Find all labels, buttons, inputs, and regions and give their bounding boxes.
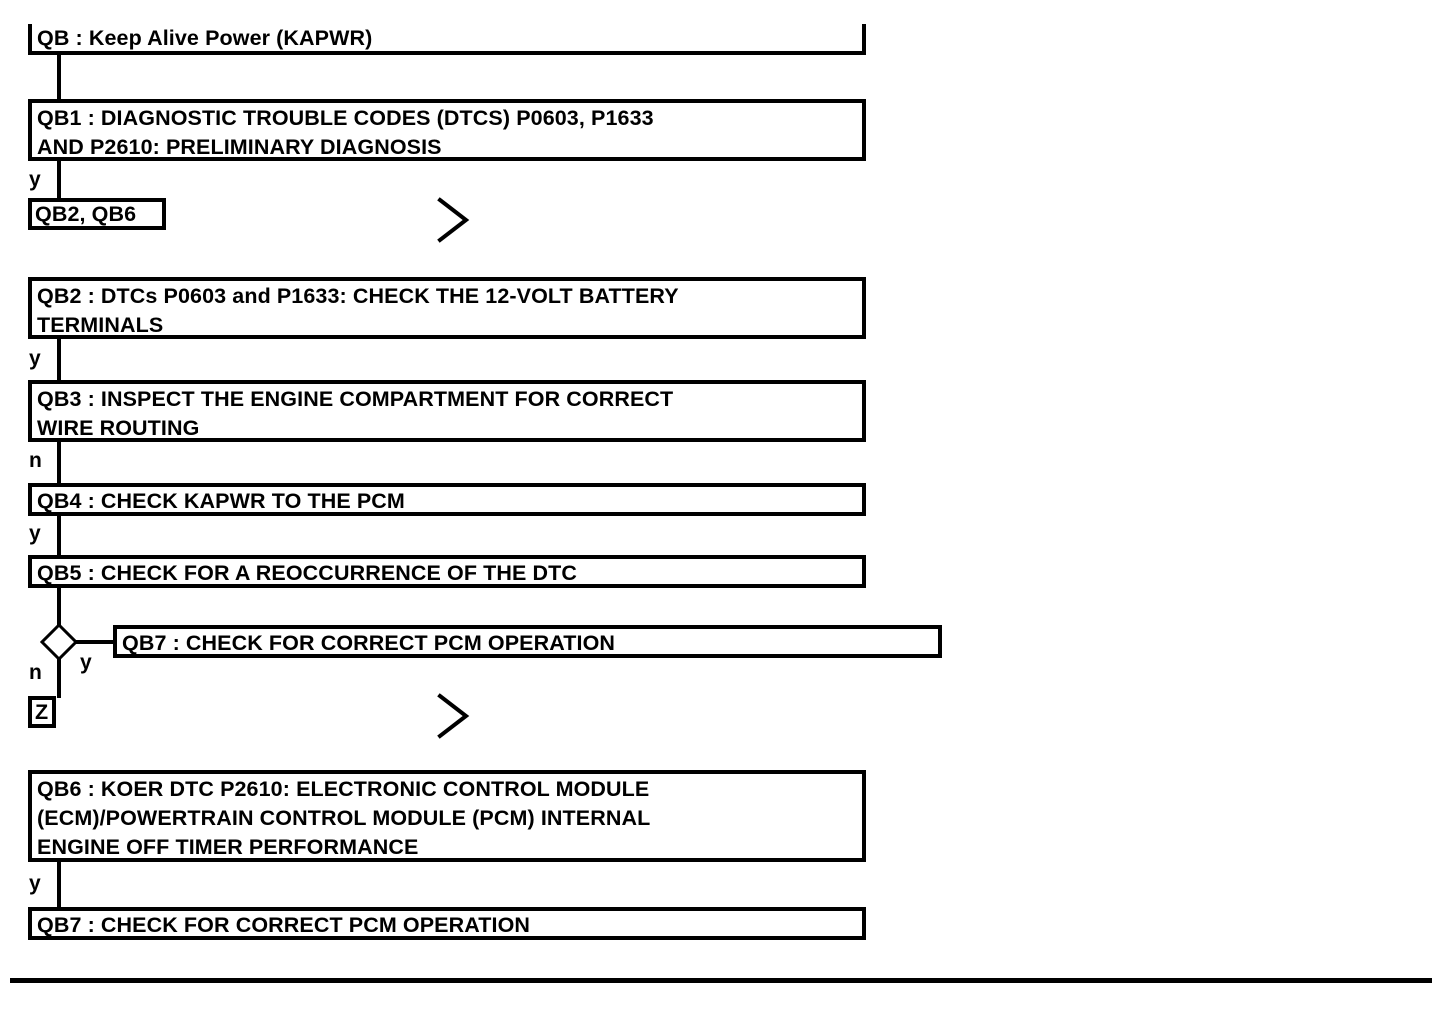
node-qb7: QB7 : CHECK FOR CORRECT PCM OPERATION [28,907,866,940]
node-qb5: QB5 : CHECK FOR A REOCCURRENCE OF THE DT… [28,555,866,588]
branch-label-qb3-no: n [29,449,42,472]
node-qb1: QB1 : DIAGNOSTIC TROUBLE CODES (DTCS) P0… [28,99,866,161]
connector-qb1-to-ref [57,161,61,199]
branch-label-decision-no: n [29,661,42,684]
chevron-right-icon-bottom [436,692,476,745]
branch-label-qb6-yes: y [29,872,41,895]
branch-label-decision-yes: y [80,651,92,674]
connector-decision-yes-to-qb7branch [76,640,116,644]
page-bottom-rule [10,978,1432,983]
branch-label-qb1-yes: y [29,168,41,191]
connector-qb5-to-decision [57,588,61,626]
branch-label-qb4-yes: y [29,522,41,545]
branch-label-qb2-yes: y [29,347,41,370]
node-qb2: QB2 : DTCs P0603 and P1633: CHECK THE 12… [28,277,866,339]
connector-qb6-to-qb7 [57,862,61,908]
connector-qb2-to-qb3 [57,339,61,381]
node-qb: QB : Keep Alive Power (KAPWR) [28,24,866,55]
node-qb6: QB6 : KOER DTC P2610: ELECTRONIC CONTROL… [28,770,866,862]
chevron-right-icon-top [436,196,476,249]
node-ref-qb2-qb6: QB2, QB6 [28,198,166,230]
node-qb3: QB3 : INSPECT THE ENGINE COMPARTMENT FOR… [28,380,866,442]
connector-decision-no-to-z [57,658,61,698]
node-ref-z: Z [28,696,56,728]
node-qb4: QB4 : CHECK KAPWR TO THE PCM [28,483,866,516]
connector-qb3-to-qb4 [57,442,61,484]
connector-qb4-to-qb5 [57,516,61,556]
connector-qb-to-qb1 [57,55,61,100]
node-qb7-branch: QB7 : CHECK FOR CORRECT PCM OPERATION [113,625,942,658]
